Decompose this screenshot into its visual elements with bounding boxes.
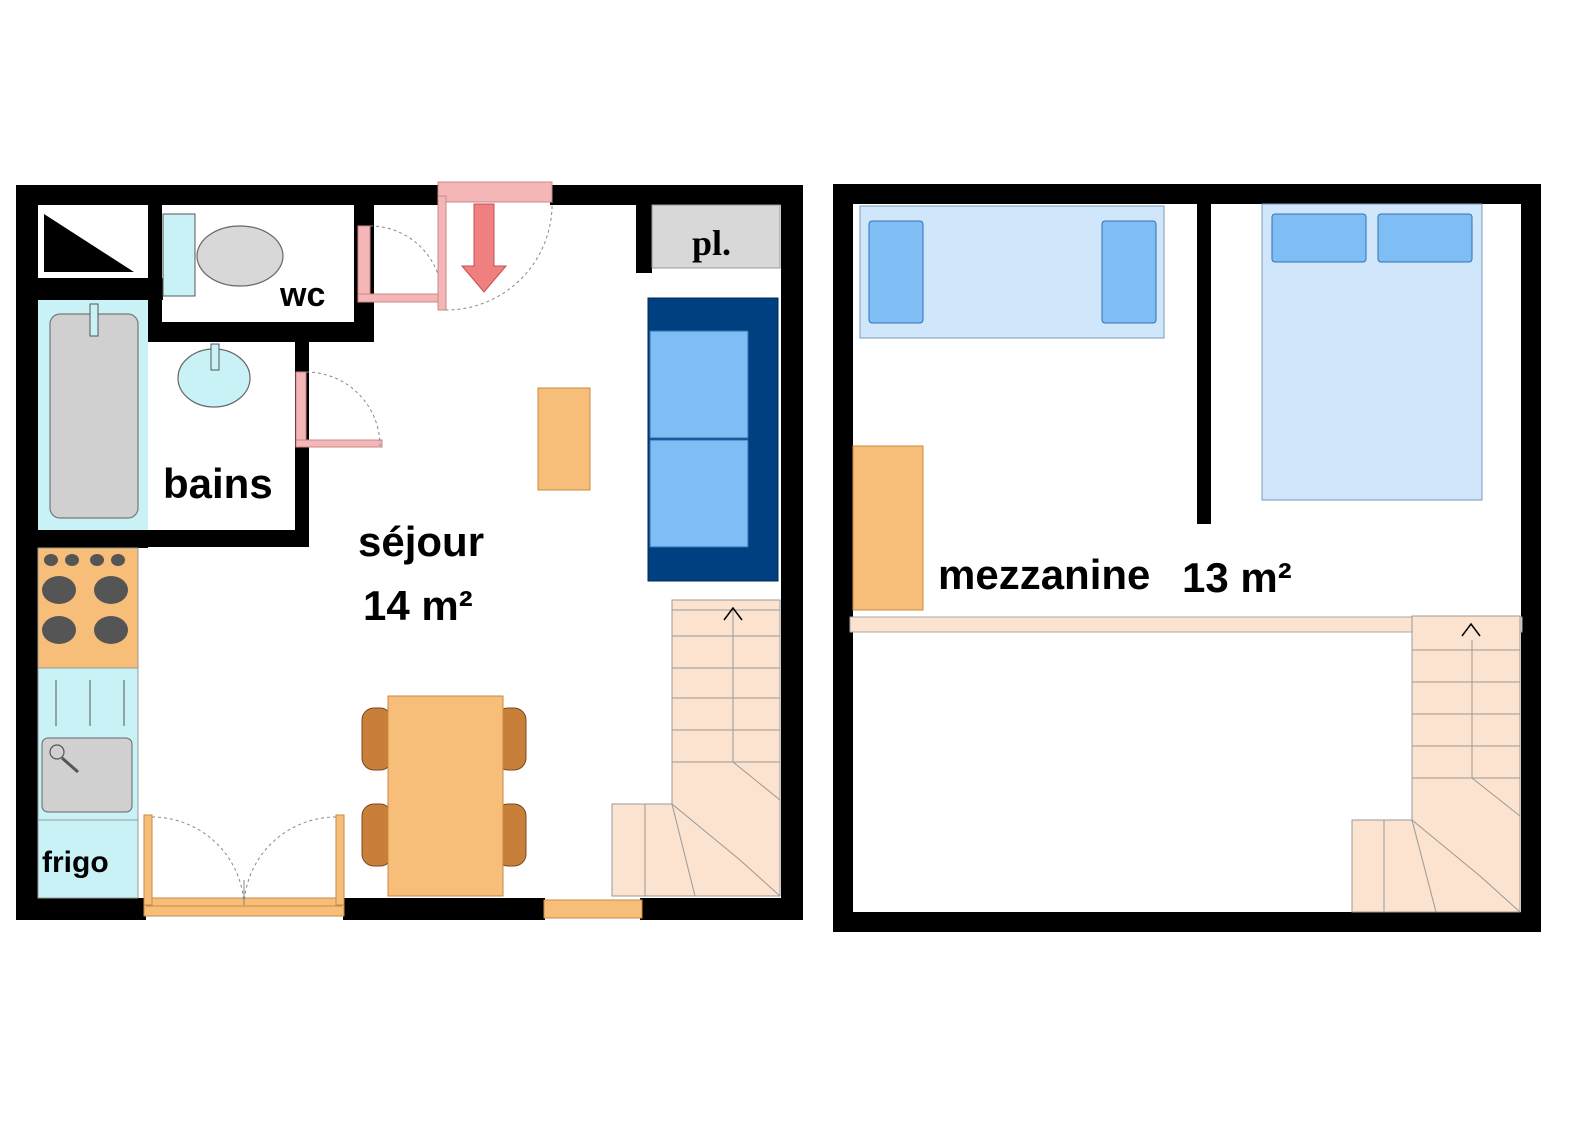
stairs-arrow-icon xyxy=(723,606,743,621)
pillow xyxy=(868,220,924,324)
wc-label: wc xyxy=(279,276,325,314)
entrance-door xyxy=(437,181,553,311)
mezzanine-area: 13 m² xyxy=(1182,554,1292,601)
drainer-icon xyxy=(55,680,125,726)
bathtub-icon xyxy=(49,313,139,519)
fridge xyxy=(37,819,139,899)
entrance-arrow-icon xyxy=(460,203,508,293)
placard-label: pl. xyxy=(692,223,731,263)
toilet-bowl-icon xyxy=(196,225,284,287)
placard: pl. xyxy=(651,204,781,269)
wardrobe xyxy=(852,445,924,611)
coffee-table xyxy=(537,387,591,491)
bath-faucet-icon xyxy=(89,303,99,337)
washbasin-faucet-icon xyxy=(210,343,220,371)
wc-door xyxy=(357,225,443,303)
upper-floor: mezzanine 13 m² xyxy=(833,184,1541,932)
day-bed xyxy=(859,205,1165,339)
living-room-label: séjour xyxy=(358,518,484,565)
pillow xyxy=(1271,213,1367,263)
sofa xyxy=(647,297,779,582)
triangle-icon xyxy=(38,205,148,278)
kitchen-sink-icon xyxy=(41,737,133,813)
kitchen: frigo xyxy=(37,547,139,899)
mezzanine-railing xyxy=(849,616,1523,633)
bathroom-label: bains xyxy=(163,460,273,507)
double-bed xyxy=(1261,203,1483,501)
fridge-label: frigo xyxy=(42,846,109,879)
pillow xyxy=(1101,220,1157,324)
dining-table xyxy=(387,695,504,897)
sofa-cushion xyxy=(649,330,749,439)
wc-room: wc xyxy=(162,213,325,314)
tap-icon xyxy=(49,744,79,774)
balcony-door xyxy=(143,814,345,917)
bathroom: bains xyxy=(38,300,273,530)
stove-icon xyxy=(37,547,139,669)
mezzanine-label: mezzanine xyxy=(938,551,1150,598)
upper-floor-partition xyxy=(1197,204,1211,524)
ground-floor-staircase xyxy=(611,599,781,897)
stairs-arrow-icon xyxy=(1461,622,1481,637)
wc-cistern xyxy=(162,213,196,297)
sofa-cushion xyxy=(649,439,749,548)
ground-floor-outer-walls xyxy=(16,185,803,920)
upper-floor-outer-walls xyxy=(833,184,1541,932)
upper-floor-staircase xyxy=(1351,615,1521,913)
stove-burners xyxy=(42,554,128,644)
pillow xyxy=(1377,213,1473,263)
ground-floor: wc pl. bains xyxy=(16,181,803,920)
bathroom-door xyxy=(295,371,383,448)
living-room-area: 14 m² xyxy=(363,582,473,629)
dining-set xyxy=(361,695,527,897)
window xyxy=(543,899,643,919)
doors xyxy=(143,181,643,919)
